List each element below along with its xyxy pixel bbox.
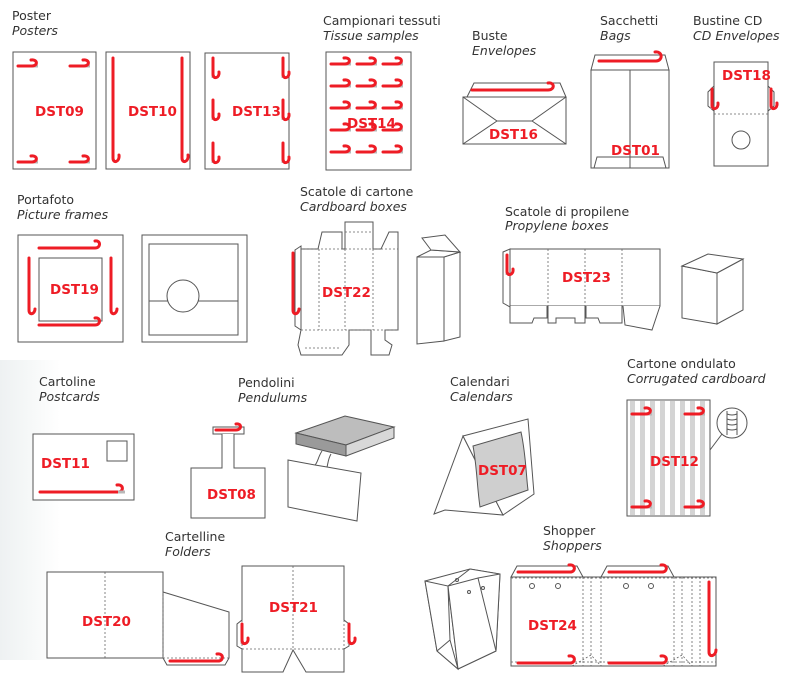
section-title-it: Poster [12, 8, 52, 23]
section-title-en: Postcards [39, 389, 100, 404]
frame-open [141, 234, 248, 343]
section-bags: Sacchetti Bags DST01 [590, 13, 670, 169]
section-pendulums: Pendolini Pendulums DST08 [190, 375, 396, 522]
section-title-it: Sacchetti [600, 13, 658, 28]
pendulum-3d [287, 415, 396, 522]
product-code: DST12 [650, 454, 699, 470]
product-code: DST01 [611, 143, 660, 159]
section-calendars: Calendari Calendars DST07 [433, 374, 535, 516]
product-code: DST23 [562, 270, 611, 286]
corrugated-stripes [630, 401, 705, 515]
section-title-en: CD Envelopes [693, 28, 780, 43]
section-title-en: Envelopes [472, 43, 537, 58]
section-title-en: Shoppers [543, 538, 602, 553]
product-code: DST09 [35, 104, 84, 120]
section-title-it: Bustine CD [693, 13, 762, 28]
section-title-en: Picture frames [17, 207, 109, 222]
shopper-bag-3d [424, 568, 501, 671]
product-code: DST14 [347, 116, 396, 132]
section-corrugated: Cartone ondulato Corrugated cardboard DS… [626, 356, 766, 517]
section-title-it: Pendolini [238, 375, 295, 390]
section-title-en: Calendars [450, 389, 513, 404]
section-title-it: Cartoline [39, 374, 96, 389]
product-code: DST18 [722, 68, 771, 84]
product-code: DST24 [528, 618, 577, 634]
section-postcards: Cartoline Postcards DST11 [32, 374, 135, 501]
section-title-it: Cartelline [165, 529, 225, 544]
section-title-it: Buste [472, 28, 508, 43]
poster-dst10: DST10 [105, 51, 191, 170]
folder-dst20: DST20 [46, 571, 230, 666]
section-tissue: Campionari tessuti Tissue samples DST14 [323, 13, 441, 171]
corrugation-stripe [650, 401, 655, 515]
section-title-en: Posters [12, 23, 58, 38]
section-envelopes: Buste Envelopes DST16 [462, 28, 567, 145]
section-title-it: Calendari [450, 374, 510, 389]
cardboard-dieline-dst22: DST22 [291, 221, 399, 356]
product-code: DST11 [41, 456, 90, 472]
frame-dst19: DST19 [17, 234, 124, 343]
corrugation-stripe [680, 401, 685, 515]
section-title-en: Propylene boxes [505, 218, 609, 233]
section-title-it: Shopper [543, 523, 596, 538]
product-code: DST07 [478, 463, 527, 479]
section-title-it: Cartone ondulato [627, 356, 736, 371]
section-title-en: Pendulums [238, 390, 308, 405]
section-propylene: Scatole di propilene Propylene boxes DST… [502, 204, 745, 331]
corrugation-stripe [690, 401, 695, 515]
product-code: DST21 [269, 600, 318, 616]
section-cd: Bustine CD CD Envelopes DST18 [693, 13, 780, 167]
section-folders: Cartelline Folders DST20 DST21 [46, 529, 357, 673]
section-frames: Portafoto Picture frames DST19 [17, 192, 248, 343]
product-code: DST16 [489, 127, 538, 143]
product-code: DST20 [82, 614, 131, 630]
corrugation-stripe [700, 401, 705, 515]
section-title-it: Portafoto [17, 192, 74, 207]
section-poster: Poster Posters DST09 DST10 DST13 [12, 8, 291, 170]
product-code: DST19 [50, 282, 99, 298]
product-code: DST08 [207, 487, 256, 503]
section-title-en: Cardboard boxes [300, 199, 407, 214]
corrugation-stripe [660, 401, 665, 515]
section-shoppers: Shopper Shoppers DST24 [424, 523, 718, 671]
section-title-en: Corrugated cardboard [627, 371, 766, 386]
corrugation-stripe [670, 401, 675, 515]
shopper-dieline-dst24: DST24 [510, 563, 718, 667]
poster-dst09: DST09 [12, 51, 97, 170]
section-title-en: Bags [600, 28, 631, 43]
corrugation-stripe [640, 401, 645, 515]
section-cardboard: Scatole di cartone Cardboard boxes DST22 [291, 184, 462, 356]
section-title-en: Folders [165, 544, 211, 559]
section-title-it: Scatole di propilene [505, 204, 629, 219]
pendulum-dst08: DST08 [190, 422, 266, 519]
product-code: DST10 [128, 104, 177, 120]
section-title-en: Tissue samples [323, 28, 419, 43]
section-title-it: Scatole di cartone [300, 184, 414, 199]
folder-dst21: DST21 [236, 565, 357, 673]
product-code: DST22 [322, 285, 371, 301]
propylene-box-3d [680, 253, 745, 325]
product-code: DST13 [232, 104, 281, 120]
section-title-it: Campionari tessuti [323, 13, 441, 28]
cardboard-box-3d [416, 234, 462, 345]
propylene-dieline-dst23: DST23 [502, 248, 661, 331]
corrugation-stripe [630, 401, 635, 515]
corrugated-detail-magnifier [709, 407, 748, 451]
poster-dst13: DST13 [204, 52, 291, 170]
